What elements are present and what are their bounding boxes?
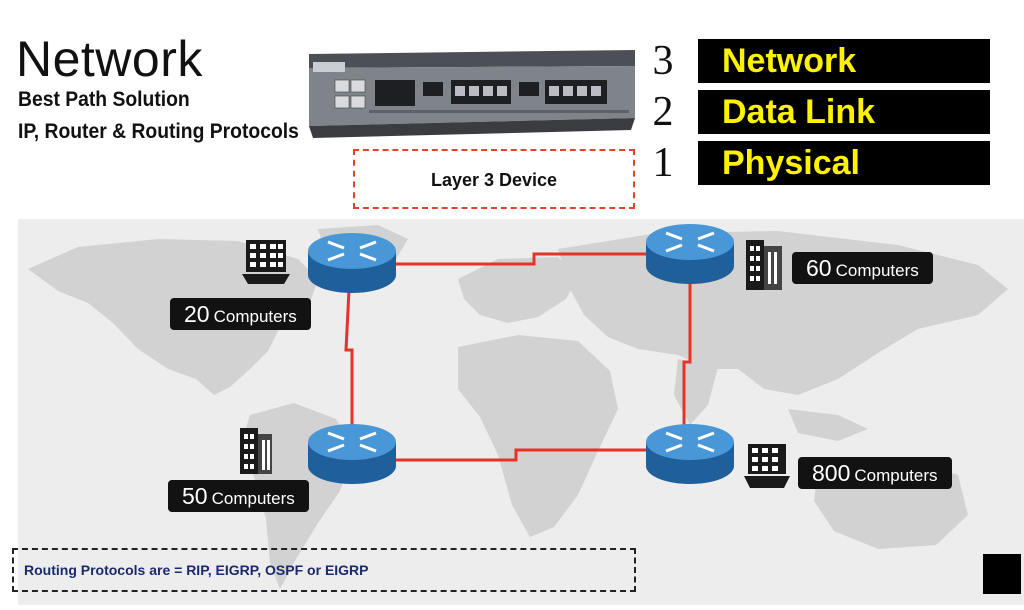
site-count-unit: Computers: [835, 261, 919, 280]
router-icon-ne: [646, 224, 734, 284]
osi-layer-network: Network: [698, 39, 990, 83]
osi-layer-number-1: 1: [652, 140, 674, 186]
link-bottom: [356, 448, 682, 462]
link-right: [682, 262, 692, 444]
subtitle-best-path: Best Path Solution: [18, 88, 190, 111]
osi-layer-physical: Physical: [698, 141, 990, 185]
black-square-marker: [983, 554, 1021, 594]
site-count-unit: Computers: [854, 466, 938, 485]
routing-protocols-note: Routing Protocols are = RIP, EIGRP, OSPF…: [12, 548, 636, 592]
link-left: [344, 269, 354, 450]
osi-layer-number-3: 3: [652, 38, 674, 84]
router-icon-nw: [308, 233, 396, 293]
building-icon-ne: [746, 240, 782, 290]
building-icon-nw: [242, 240, 290, 284]
subtitle-ip-router: IP, Router & Routing Protocols: [18, 120, 299, 143]
router-hardware-icon: [309, 50, 635, 138]
site-count-value: 50: [182, 483, 208, 509]
site-count-value: 800: [812, 460, 851, 486]
router-icon-se: [646, 424, 734, 484]
osi-layer-data-link: Data Link: [698, 90, 990, 134]
page-title: Network: [16, 31, 203, 87]
site-count-unit: Computers: [213, 307, 297, 326]
building-icon-se: [744, 444, 790, 488]
site-count-value: 20: [184, 301, 210, 327]
site-count-value: 60: [806, 255, 832, 281]
osi-layer-number-2: 2: [652, 89, 674, 135]
layer-3-device-label: Layer 3 Device: [353, 149, 635, 209]
router-icon-sw: [308, 424, 396, 484]
link-top: [360, 252, 688, 266]
site-count-unit: Computers: [211, 489, 295, 508]
building-icon-sw: [240, 428, 272, 474]
